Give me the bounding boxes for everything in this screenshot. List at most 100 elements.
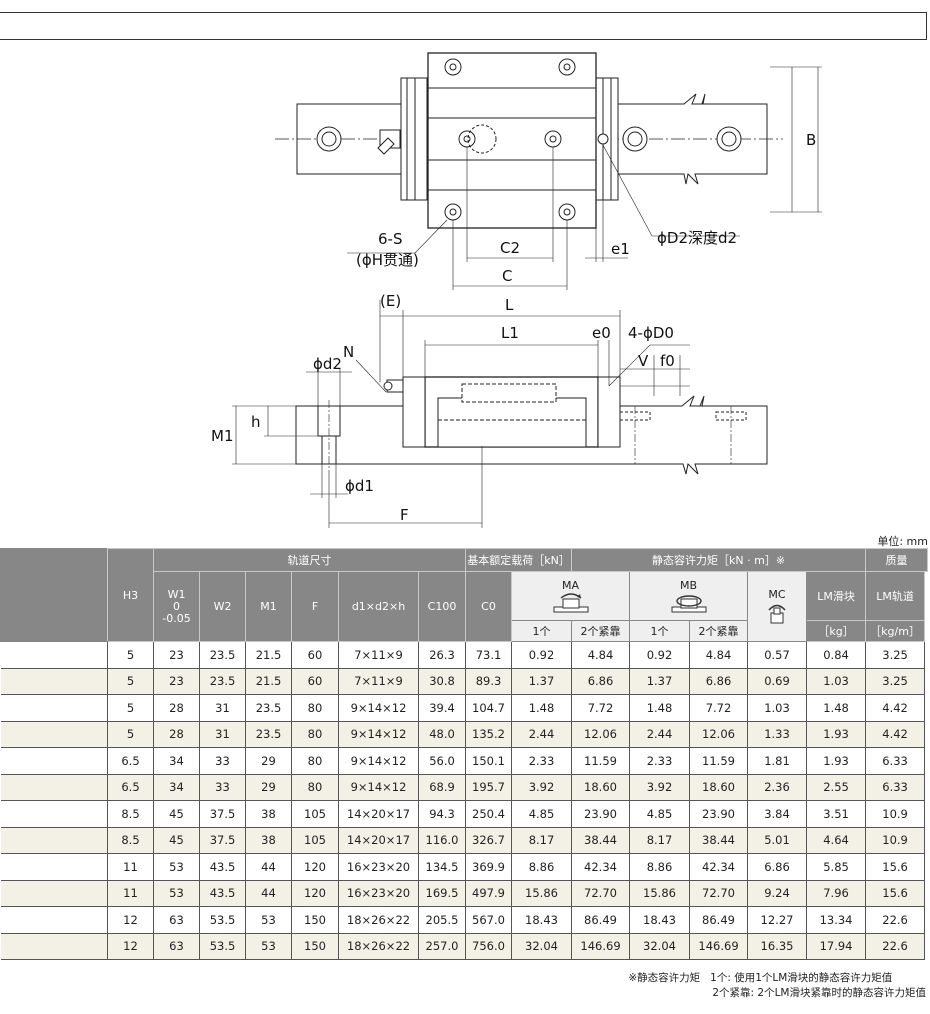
table-cell: 89.3 [465, 667, 512, 695]
table-cell: 8.5 [107, 800, 154, 828]
header-stub [0, 548, 108, 642]
table-cell: 7.96 [806, 879, 867, 907]
table-cell: 2.33 [629, 747, 691, 775]
table-cell: 72.70 [689, 879, 749, 907]
dim-label-b: B [806, 131, 816, 149]
table-cell: 23.5 [199, 667, 246, 695]
table-cell: 120 [291, 879, 339, 907]
table-cell: 9×14×12 [338, 694, 419, 722]
table-cell: 28 [153, 694, 200, 722]
header-rail-dims: 轨道尺寸 [153, 548, 466, 572]
table-cell: 4.42 [865, 694, 926, 722]
table-cell: 38 [245, 800, 292, 828]
table-cell: 3.84 [747, 800, 808, 828]
header-frame [0, 12, 927, 40]
table-cell: 3.92 [510, 773, 573, 801]
table-cell: 32.04 [510, 932, 573, 960]
table-cell: 23.90 [571, 800, 631, 828]
dim-label-e1: e1 [611, 240, 630, 258]
header-mb: MB [629, 571, 749, 621]
table-cell: 105 [291, 826, 339, 854]
header-lm-rail: LM轨道 [865, 571, 926, 621]
table-cell: 33 [199, 747, 246, 775]
table-cell: 6.33 [865, 747, 926, 775]
dim-label-f0: f0 [660, 352, 675, 370]
table-cell: 1.48 [806, 694, 867, 722]
table-cell: 33 [199, 773, 246, 801]
side-view [232, 300, 768, 528]
header-kgm: ［kg/m］ [865, 620, 926, 642]
table-cell: 7×11×9 [338, 667, 419, 695]
table-cell: 11 [107, 853, 154, 881]
row-stub [0, 826, 108, 854]
table-cell: 1.48 [629, 694, 691, 722]
header-ma-one: 1个 [510, 620, 573, 642]
table-cell: 1.81 [747, 747, 808, 775]
table-cell: 9×14×12 [338, 773, 419, 801]
table-cell: 6.5 [107, 747, 154, 775]
moment-mc-icon [768, 604, 786, 624]
table-cell: 4.85 [510, 800, 573, 828]
table-cell: 8.5 [107, 826, 154, 854]
table-cell: 60 [291, 667, 339, 695]
dim-label-m1: M1 [211, 427, 234, 445]
table-cell: 44 [245, 853, 292, 881]
table-cell: 146.69 [571, 932, 631, 960]
table-cell: 72.70 [571, 879, 631, 907]
row-stub [0, 853, 108, 881]
header-ma: MA [510, 571, 631, 621]
table-cell: 15.6 [865, 853, 926, 881]
table-cell: 32.04 [629, 932, 691, 960]
header-c0: C0 [465, 571, 512, 642]
table-cell: 5.01 [747, 826, 808, 854]
table-cell: 45 [153, 826, 200, 854]
table-cell: 34 [153, 773, 200, 801]
dim-label-l: L [505, 296, 514, 314]
table-cell: 5 [107, 694, 154, 722]
header-ma-two: 2个紧靠 [571, 620, 631, 642]
table-cell: 150 [291, 932, 339, 960]
table-cell: 8.17 [629, 826, 691, 854]
table-cell: 18.60 [571, 773, 631, 801]
table-cell: 15.86 [629, 879, 691, 907]
row-stub [0, 747, 108, 775]
table-cell: 12 [107, 906, 154, 934]
table-cell: 18.60 [689, 773, 749, 801]
table-cell: 11.59 [689, 747, 749, 775]
table-cell: 10.9 [865, 826, 926, 854]
table-cell: 146.69 [689, 932, 749, 960]
table-cell: 3.25 [865, 641, 926, 669]
table-cell: 80 [291, 694, 339, 722]
table-cell: 31 [199, 720, 246, 748]
table-cell: 80 [291, 747, 339, 775]
dim-label-f: F [400, 506, 409, 524]
table-cell: 23.5 [199, 641, 246, 669]
table-cell: 1.93 [806, 720, 867, 748]
table-cell: 53 [245, 932, 292, 960]
header-w2: W2 [199, 571, 246, 642]
table-cell: 0.92 [629, 641, 691, 669]
table-cell: 8.86 [510, 853, 573, 881]
table-cell: 73.1 [465, 641, 512, 669]
table-cell: 6.5 [107, 773, 154, 801]
table-cell: 18.43 [510, 906, 573, 934]
table-cell: 45 [153, 800, 200, 828]
table-cell: 23.5 [245, 720, 292, 748]
table-cell: 86.49 [571, 906, 631, 934]
table-cell: 53 [245, 906, 292, 934]
table-cell: 9.24 [747, 879, 808, 907]
table-cell: 369.9 [465, 853, 512, 881]
header-w1: W1 0 -0.05 [153, 571, 200, 642]
table-cell: 10.9 [865, 800, 926, 828]
dim-label-e0: e0 [592, 324, 611, 342]
row-stub [0, 800, 108, 828]
table-cell: 23 [153, 641, 200, 669]
table-cell: 205.5 [418, 906, 466, 934]
table-cell: 17.94 [806, 932, 867, 960]
table-cell: 150.1 [465, 747, 512, 775]
table-cell: 1.37 [510, 667, 573, 695]
table-cell: 1.48 [510, 694, 573, 722]
